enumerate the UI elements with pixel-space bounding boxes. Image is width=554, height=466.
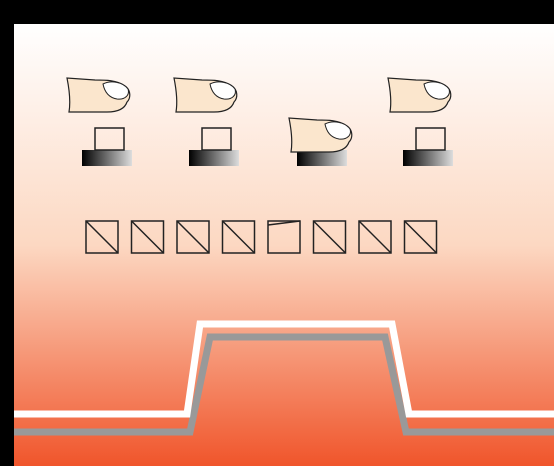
- cell-5: [267, 220, 301, 254]
- cell-4: [221, 220, 256, 254]
- key-1: [66, 77, 132, 166]
- key-cap: [94, 127, 125, 151]
- cell-box: [267, 220, 301, 254]
- key-cap: [415, 127, 446, 151]
- cell-6: [312, 220, 347, 254]
- cell-box: [130, 220, 165, 254]
- cells-row: [85, 220, 438, 254]
- cell-box: [358, 220, 392, 254]
- cell-2: [130, 220, 165, 254]
- cell-open-line: [267, 220, 301, 226]
- cell-3: [176, 220, 210, 254]
- cell-diagonal: [176, 220, 210, 254]
- cell-box: [221, 220, 256, 254]
- cell-diagonal: [312, 220, 347, 254]
- pulse-trace-shadow: [14, 333, 554, 436]
- key-cap: [201, 127, 232, 151]
- cell-1: [85, 220, 119, 254]
- key-base: [403, 150, 453, 166]
- pulse-trace: [14, 320, 554, 418]
- keys-row: [66, 77, 453, 166]
- cell-box: [403, 220, 438, 254]
- finger-icon: [288, 117, 353, 153]
- cell-8: [403, 220, 438, 254]
- cell-diagonal: [358, 220, 392, 254]
- finger-icon: [173, 77, 238, 113]
- cell-box: [312, 220, 347, 254]
- fingernail: [102, 81, 129, 100]
- key-2: [173, 77, 239, 166]
- cell-diagonal: [85, 220, 119, 254]
- cell-box: [176, 220, 210, 254]
- fingernail: [209, 81, 236, 100]
- finger-icon: [387, 77, 452, 113]
- cell-box: [85, 220, 119, 254]
- key-3: [288, 117, 353, 166]
- cell-diagonal: [221, 220, 256, 254]
- pulse-signal: [14, 320, 554, 436]
- key-base: [82, 150, 132, 166]
- cell-diagonal: [403, 220, 438, 254]
- cell-7: [358, 220, 392, 254]
- key-4: [387, 77, 453, 166]
- key-base: [297, 150, 347, 166]
- fingernail: [324, 121, 351, 140]
- fingernail: [423, 81, 450, 100]
- cell-diagonal: [130, 220, 165, 254]
- key-base: [189, 150, 239, 166]
- finger-icon: [66, 77, 131, 113]
